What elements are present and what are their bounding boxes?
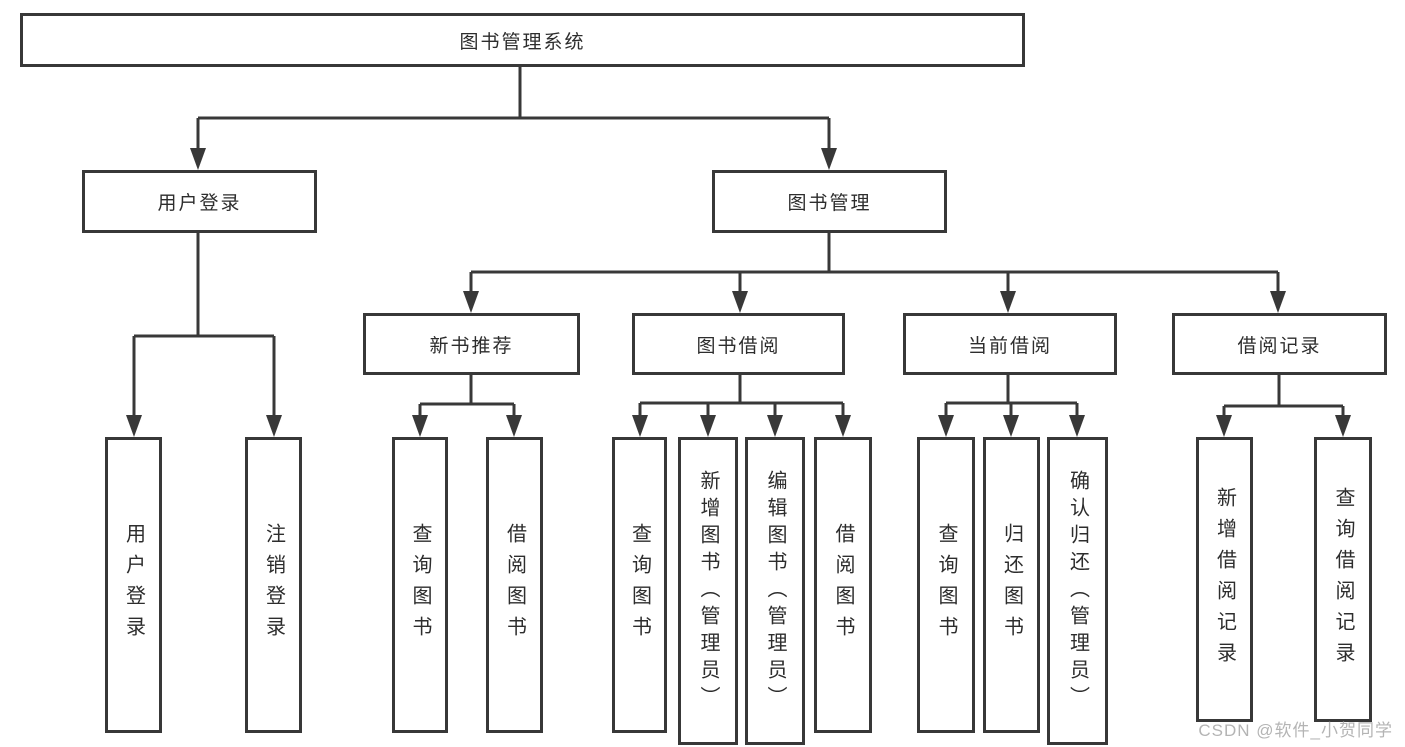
node-root: 图书管理系统	[20, 13, 1025, 67]
arrowhead	[190, 148, 206, 170]
arrowhead	[767, 415, 783, 437]
arrowhead	[126, 415, 142, 437]
arrowhead	[700, 415, 716, 437]
node-label: 新增图书（管理员）	[697, 469, 719, 713]
node-bb-borrow: 借阅图书	[814, 437, 872, 733]
node-label: 确认归还（管理员）	[1066, 469, 1089, 713]
arrowhead	[266, 415, 282, 437]
node-label: 借阅记录	[1237, 335, 1322, 357]
node-book-borrow: 图书借阅	[632, 313, 845, 375]
node-cb-confirm: 确认归还（管理员）	[1047, 437, 1108, 745]
arrowhead	[632, 415, 648, 437]
arrowhead	[1270, 291, 1286, 313]
node-cb-return: 归还图书	[983, 437, 1040, 733]
node-br-add: 新增借阅记录	[1196, 437, 1253, 722]
node-bb-edit: 编辑图书（管理员）	[745, 437, 805, 745]
node-label: 用户登录	[157, 193, 242, 214]
node-new-book-rec: 新书推荐	[363, 313, 580, 375]
node-bb-query: 查询图书	[612, 437, 667, 733]
node-label: 查询借阅记录	[1332, 486, 1354, 673]
arrowhead	[506, 415, 522, 437]
node-rec-query: 查询图书	[392, 437, 448, 733]
node-label: 图书管理	[787, 193, 872, 214]
node-label: 编辑图书（管理员）	[764, 469, 786, 713]
node-rec-borrow: 借阅图书	[486, 437, 543, 733]
arrowhead	[1216, 415, 1232, 437]
edge-root-to-level2	[190, 67, 837, 170]
edge-book-mgmt-children	[463, 233, 1286, 313]
node-label: 查询图书	[409, 523, 431, 647]
node-label: 用户登录	[122, 523, 145, 647]
node-label: 新增借阅记录	[1213, 486, 1236, 673]
edge-new-book-rec-children	[412, 375, 522, 437]
node-bb-add: 新增图书（管理员）	[678, 437, 738, 745]
node-book-mgmt: 图书管理	[712, 170, 947, 233]
node-label: 图书管理系统	[459, 31, 586, 53]
arrowhead	[1069, 415, 1085, 437]
edge-book-borrow-children	[632, 375, 851, 437]
node-label: 新书推荐	[429, 335, 514, 357]
arrowhead	[1003, 415, 1019, 437]
node-label: 查询图书	[935, 523, 957, 647]
arrowhead	[938, 415, 954, 437]
edge-current-borrow-children	[938, 375, 1085, 437]
arrowhead	[412, 415, 428, 437]
arrowhead	[821, 148, 837, 170]
arrowhead	[732, 291, 748, 313]
node-user-login: 用户登录	[82, 170, 317, 233]
node-br-query: 查询借阅记录	[1314, 437, 1372, 722]
node-label: 注销登录	[262, 523, 285, 647]
arrowhead	[835, 415, 851, 437]
node-label: 图书借阅	[696, 335, 781, 357]
node-borrow-records: 借阅记录	[1172, 313, 1387, 375]
node-label: 借阅图书	[503, 523, 526, 647]
node-login-leaf: 用户登录	[105, 437, 162, 733]
arrowhead	[1335, 415, 1351, 437]
edge-borrow-records-children	[1216, 375, 1351, 437]
arrowhead	[463, 291, 479, 313]
node-logout-leaf: 注销登录	[245, 437, 302, 733]
node-current-borrow: 当前借阅	[903, 313, 1117, 375]
node-label: 归还图书	[1000, 523, 1023, 647]
edge-user-login-children	[126, 233, 282, 437]
node-label: 当前借阅	[967, 335, 1052, 357]
node-label: 借阅图书	[832, 523, 854, 647]
csdn-watermark: CSDN @软件_小贺同学	[1198, 721, 1393, 740]
node-cb-query: 查询图书	[917, 437, 975, 733]
node-label: 查询图书	[628, 523, 651, 647]
arrowhead	[1000, 291, 1016, 313]
